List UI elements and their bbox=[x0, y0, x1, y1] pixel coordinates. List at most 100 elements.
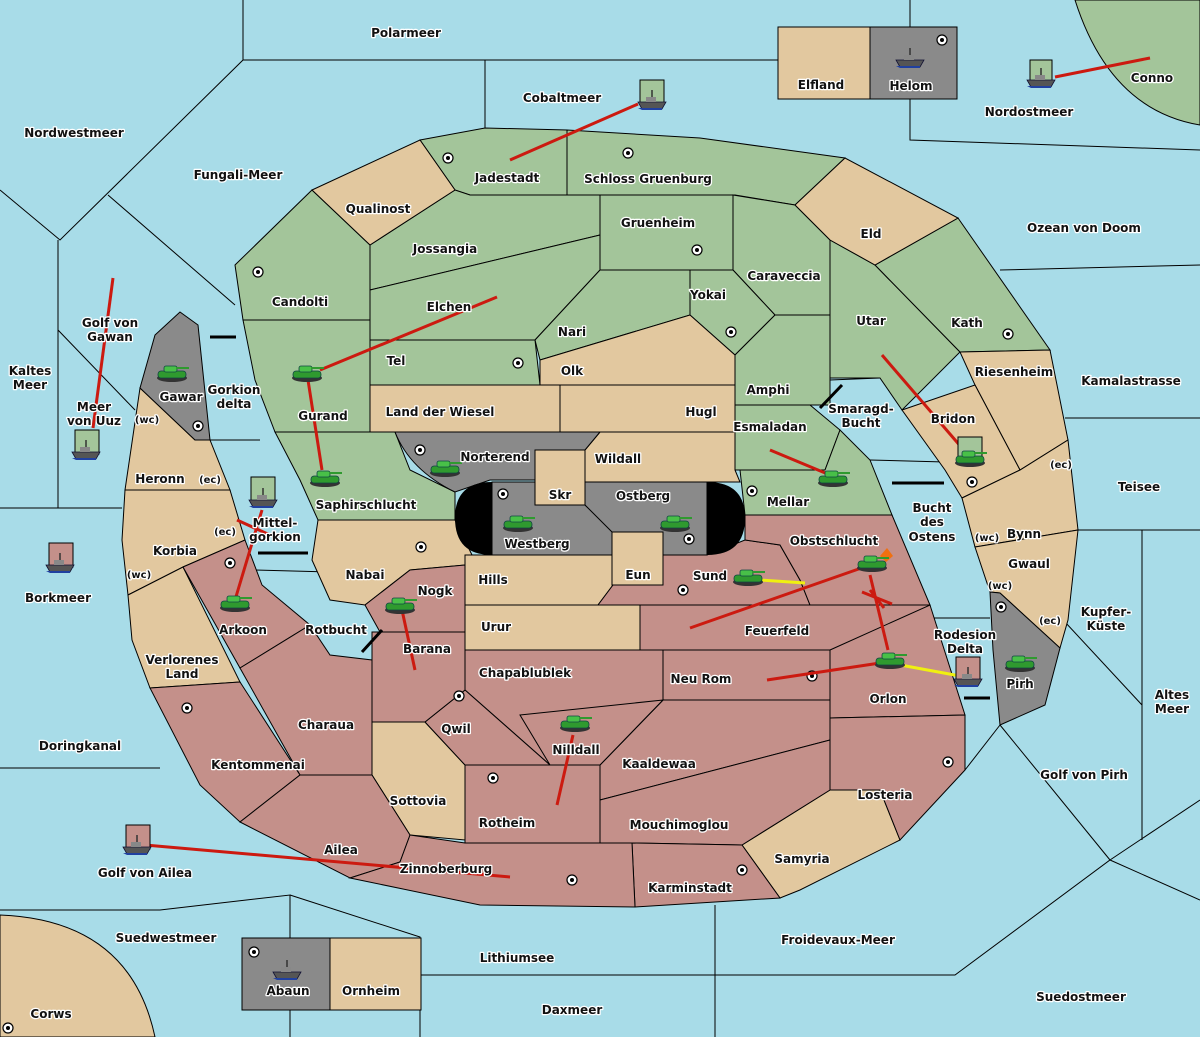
label-kath: Kath bbox=[951, 316, 983, 330]
label-samyria: Samyria bbox=[774, 852, 829, 866]
label-gurand: Gurand bbox=[298, 409, 348, 423]
label-bynn: Bynn bbox=[1007, 527, 1041, 541]
label-gawar: Gawar bbox=[159, 390, 202, 404]
territory-rotheim[interactable] bbox=[464, 764, 601, 844]
label-schloss-gruenburg: Schloss Gruenburg bbox=[584, 172, 712, 186]
label-suedwestmeer: Suedwestmeer bbox=[116, 931, 217, 945]
label-hugl: Hugl bbox=[685, 405, 716, 419]
label-ailea: Ailea bbox=[324, 843, 358, 857]
label-utar: Utar bbox=[856, 314, 886, 328]
label-rotbucht: Rotbucht bbox=[305, 623, 367, 637]
territory-qualinost[interactable] bbox=[311, 139, 456, 246]
label-urur: Urur bbox=[481, 620, 511, 634]
label-amphi: Amphi bbox=[746, 383, 789, 397]
territory-candolti[interactable] bbox=[234, 189, 371, 321]
label-arkoon: Arkoon bbox=[219, 623, 267, 637]
label-norterend: Norterend bbox=[460, 450, 529, 464]
label-riesenheim: Riesenheim bbox=[975, 365, 1054, 379]
label-fungali-meer: Fungali-Meer bbox=[194, 168, 283, 182]
coast-bynn-wc: (wc) bbox=[975, 533, 999, 544]
coast-korbia-wc: (wc) bbox=[127, 570, 151, 581]
label-chapablublek: Chapablublek bbox=[479, 666, 572, 680]
label-mellar: Mellar bbox=[767, 495, 809, 509]
territory-zinnoberburg[interactable] bbox=[348, 834, 636, 908]
coast-korbia-ec: (ec) bbox=[214, 527, 236, 538]
label-golf-von-ailea: Golf von Ailea bbox=[98, 866, 192, 880]
label-abaun: Abaun bbox=[266, 984, 309, 998]
coast-gawar-heronn-wc: (wc) bbox=[135, 415, 159, 426]
label-kaltes-meer: Kaltes bbox=[9, 364, 52, 378]
label-rodesion-delta-2: Delta bbox=[947, 642, 983, 656]
label-bucht-des-ostens-3: Ostens bbox=[909, 530, 956, 544]
label-nordostmeer: Nordostmeer bbox=[985, 105, 1074, 119]
label-kamalastrasse: Kamalastrasse bbox=[1081, 374, 1181, 388]
label-gorkion-delta-2: delta bbox=[217, 397, 252, 411]
label-altes-meer: Altes bbox=[1155, 688, 1189, 702]
label-conno: Conno bbox=[1131, 71, 1173, 85]
label-verlorenes-land: Verlorenes bbox=[146, 653, 219, 667]
label-ostberg: Ostberg bbox=[616, 489, 670, 503]
label-cobaltmeer: Cobaltmeer bbox=[523, 91, 601, 105]
territory-olk[interactable] bbox=[539, 314, 736, 386]
label-elfland: Elfland bbox=[798, 78, 844, 92]
label-meer-von-uuz: Meer bbox=[77, 400, 111, 414]
territory-ornheim[interactable] bbox=[329, 937, 422, 1011]
label-tel: Tel bbox=[387, 354, 406, 368]
label-froidevaux-meer: Froidevaux-Meer bbox=[781, 933, 895, 947]
label-sottovia: Sottovia bbox=[390, 794, 447, 808]
territory-nogk[interactable] bbox=[364, 564, 466, 633]
label-nilldall: Nilldall bbox=[552, 743, 599, 757]
coast-gwaul-wc: (wc) bbox=[988, 581, 1012, 592]
territory-gruenheim[interactable] bbox=[599, 194, 736, 271]
territory-bynn[interactable] bbox=[961, 439, 1079, 548]
label-land-der-wiesel: Land der Wiesel bbox=[386, 405, 495, 419]
label-nabai: Nabai bbox=[346, 568, 385, 582]
coast-labels: (wc) (ec) (ec) (wc) (ec) (wc) (wc) (ec) bbox=[126, 414, 1074, 629]
label-verlorenes-land-2: Land bbox=[166, 667, 199, 681]
territory-eun[interactable] bbox=[611, 531, 664, 586]
label-ornheim: Ornheim bbox=[342, 984, 400, 998]
territory-elfland[interactable] bbox=[777, 26, 871, 100]
sea-labels: Polarmeer Cobaltmeer Nordostmeer Nordwes… bbox=[7, 25, 1190, 1019]
coast-gwaul-ec: (ec) bbox=[1039, 616, 1061, 627]
territory-skr[interactable] bbox=[534, 449, 586, 506]
label-esmaladan: Esmaladan bbox=[733, 420, 806, 434]
label-barana: Barana bbox=[403, 642, 451, 656]
label-elchen: Elchen bbox=[427, 300, 472, 314]
label-kaltes-meer-2: Meer bbox=[13, 378, 47, 392]
coast-bynn-ec: (ec) bbox=[1050, 460, 1072, 471]
label-borkmeer: Borkmeer bbox=[25, 591, 91, 605]
label-caraveccia: Caraveccia bbox=[747, 269, 820, 283]
label-feuerfeld: Feuerfeld bbox=[745, 624, 810, 638]
label-kentommenai: Kentommenai bbox=[211, 758, 305, 772]
label-kaaldewaa: Kaaldewaa bbox=[622, 757, 696, 771]
territory-obstschlucht[interactable] bbox=[744, 514, 931, 606]
label-karminstadt: Karminstadt bbox=[648, 881, 732, 895]
label-skr: Skr bbox=[549, 488, 572, 502]
territory-eld[interactable] bbox=[794, 157, 960, 266]
territories-neutral bbox=[121, 139, 1079, 899]
label-yokai: Yokai bbox=[689, 288, 726, 302]
label-nogk: Nogk bbox=[418, 584, 454, 598]
label-korbia: Korbia bbox=[153, 544, 197, 558]
label-gorkion-delta: Gorkion bbox=[208, 383, 261, 397]
territory-conno[interactable] bbox=[1074, 0, 1200, 126]
label-suedostmeer: Suedostmeer bbox=[1036, 990, 1126, 1004]
label-jossangia: Jossangia bbox=[412, 242, 477, 256]
label-mittelgorkion-2: gorkion bbox=[249, 530, 301, 544]
label-jadestadt: Jadestadt bbox=[474, 171, 540, 185]
order-arrows bbox=[91, 56, 1151, 879]
territory-corws[interactable] bbox=[0, 914, 156, 1037]
label-meer-von-uuz-2: von Uuz bbox=[67, 414, 121, 428]
label-qualinost: Qualinost bbox=[346, 202, 411, 216]
label-polarmeer: Polarmeer bbox=[371, 26, 441, 40]
label-nari: Nari bbox=[558, 325, 586, 339]
label-olk: Olk bbox=[561, 364, 584, 378]
territories-red bbox=[149, 514, 966, 908]
label-losteria: Losteria bbox=[857, 788, 912, 802]
label-eun: Eun bbox=[625, 568, 650, 582]
label-zinnoberburg: Zinnoberburg bbox=[400, 862, 492, 876]
label-smaragd-bucht-2: Bucht bbox=[841, 416, 880, 430]
label-golf-von-gawan: Golf von bbox=[82, 316, 138, 330]
label-gruenheim: Gruenheim bbox=[621, 216, 695, 230]
